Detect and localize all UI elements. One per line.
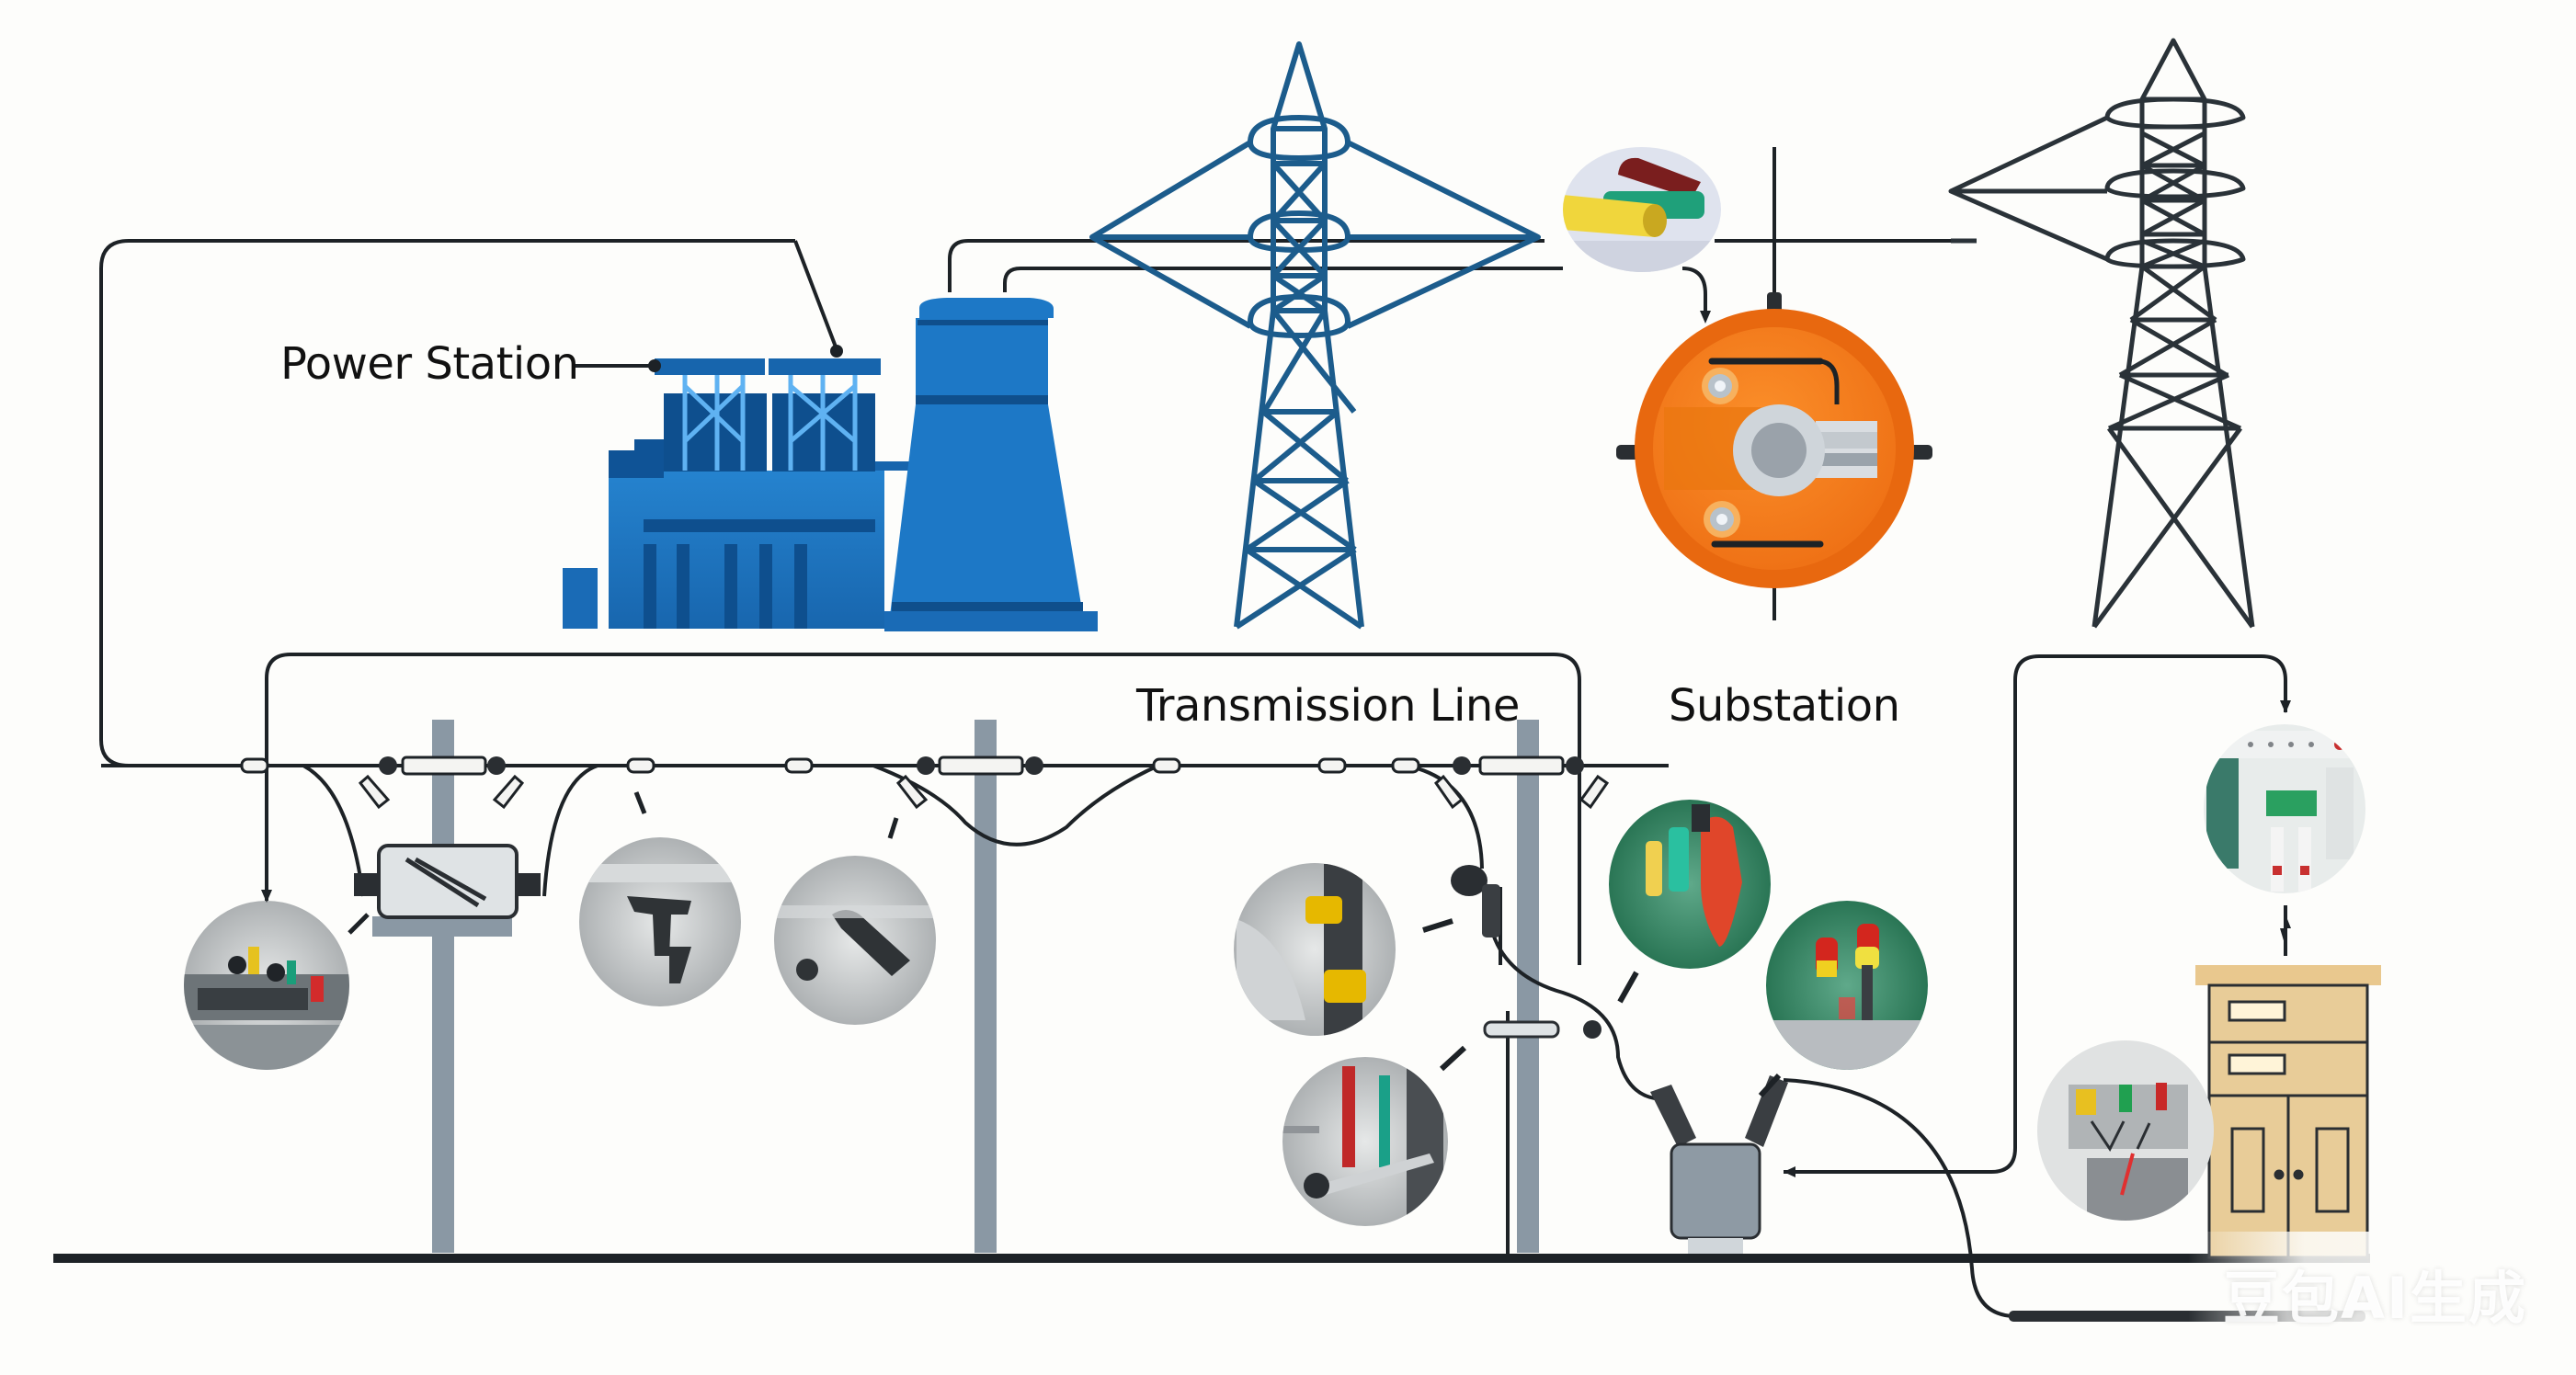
transmission-tower-2 xyxy=(1948,38,2255,629)
photo-meter-box xyxy=(2037,1040,2214,1221)
wire-to-power-station xyxy=(793,240,838,350)
wire-right-loop xyxy=(1784,654,2287,1174)
photo-switch-lever xyxy=(1282,1045,1467,1226)
photo-terminal-block xyxy=(184,901,370,1070)
pole-switch-box xyxy=(354,844,541,919)
wire-lower-loop xyxy=(265,653,1581,965)
ground-transformer xyxy=(1650,1075,1788,1254)
ground-line xyxy=(53,1254,2370,1322)
wire-tower-to-tower1 xyxy=(948,239,1544,292)
wire-cable-to-substation xyxy=(1681,267,1707,317)
wire-tower-to-tower2 xyxy=(1003,267,1563,292)
arrowheads xyxy=(261,311,2291,1177)
pole-2 xyxy=(975,720,997,1253)
photo-yellow-connector xyxy=(1234,863,1453,1036)
pole-mounted-recloser xyxy=(1451,865,1601,1039)
power-station xyxy=(563,298,1098,631)
distribution-cabinet xyxy=(2195,965,2381,1259)
photo-green-red-handles xyxy=(1609,800,1771,1004)
cooling-tower xyxy=(890,298,1083,616)
label-substation: Substation xyxy=(1669,680,1900,732)
photo-insulator-clamp xyxy=(579,791,741,1006)
photo-control-panel xyxy=(2204,724,2365,893)
insulators xyxy=(240,756,1610,810)
wire-ground-return xyxy=(1783,1078,2014,1318)
pole-3 xyxy=(1517,720,1539,1253)
watermark-backdrop xyxy=(2188,1232,2576,1342)
watermark: 豆包AI生成 xyxy=(2223,1265,2528,1332)
distribution-poles xyxy=(372,720,1539,1253)
detail-photos xyxy=(184,724,2365,1226)
pole-1 xyxy=(432,720,454,1253)
substation xyxy=(1616,292,1932,588)
label-power-station: Power Station xyxy=(280,338,579,390)
control-wires xyxy=(99,147,2287,1318)
cable-detail-photo xyxy=(1563,147,1721,272)
label-transmission-line: Transmission Line xyxy=(1136,680,1520,732)
photo-fuse-holders xyxy=(1758,901,1928,1098)
photo-cable-clamp xyxy=(774,817,936,1025)
transmission-tower-1 xyxy=(1089,41,1541,630)
